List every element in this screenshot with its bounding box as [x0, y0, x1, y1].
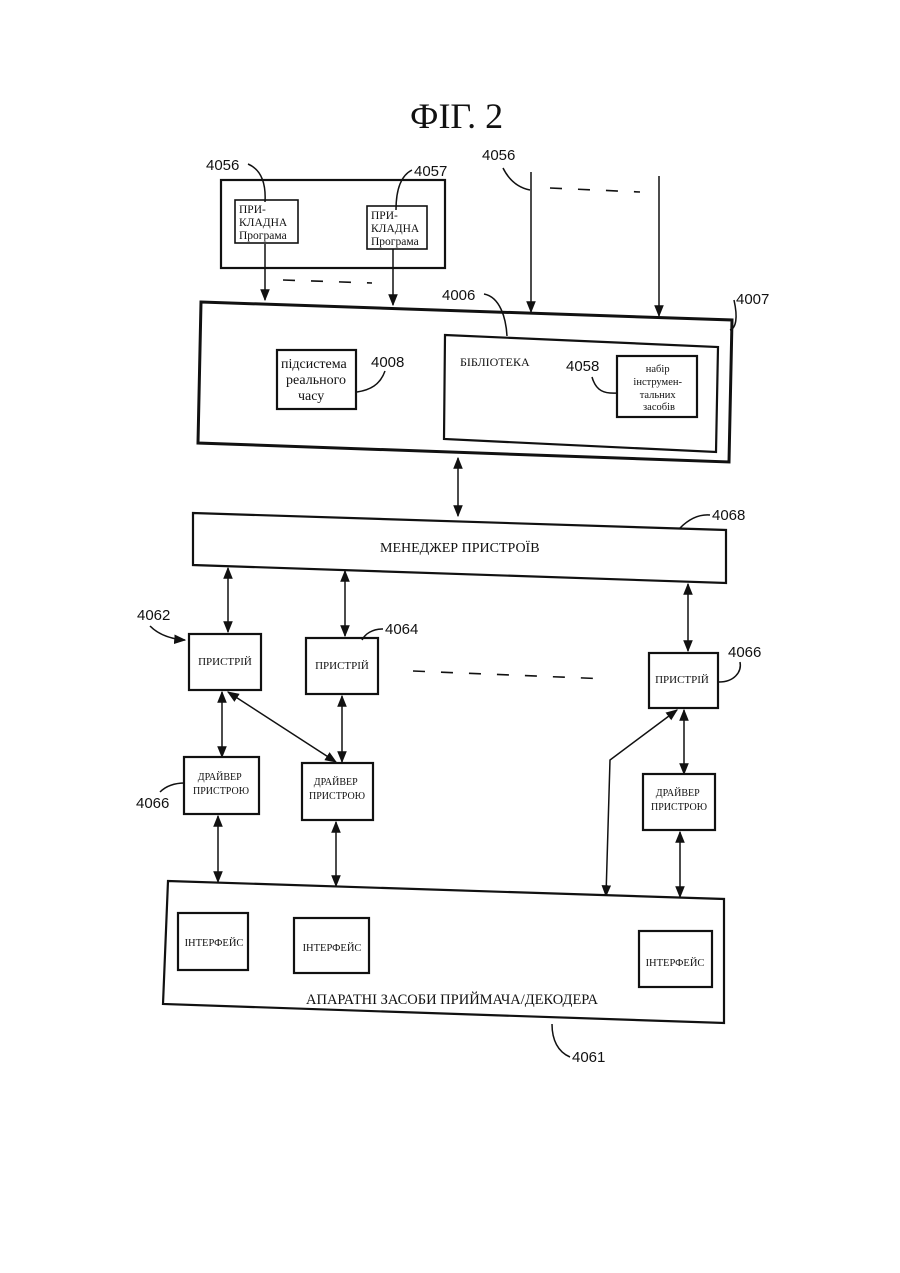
figure-title: ФІГ. 2 [410, 96, 503, 136]
driver-2-line2: ПРИСТРОЮ [309, 791, 365, 802]
ref-4068: 4068 [712, 507, 745, 524]
ref-4007: 4007 [736, 291, 769, 308]
ref-4058: 4058 [566, 358, 599, 375]
ref-4066-right: 4066 [728, 644, 761, 661]
toolkit-line2: інструмен- [633, 377, 682, 388]
device-2-label: ПРИСТРІЙ [315, 660, 369, 672]
driver-1-line2: ПРИСТРОЮ [193, 786, 249, 797]
ref-4066-left: 4066 [136, 795, 169, 812]
ref-4056-right: 4056 [482, 147, 515, 164]
ref-4062: 4062 [137, 607, 170, 624]
ref-4008: 4008 [371, 354, 404, 371]
driver-3-line1: ДРАЙВЕР [656, 787, 700, 799]
device-manager-label: МЕНЕДЖЕР ПРИСТРОЇВ [380, 539, 540, 556]
ref-4061: 4061 [572, 1049, 605, 1066]
app1-line3: Програма [239, 230, 287, 242]
driver-1-line1: ДРАЙВЕР [198, 771, 242, 783]
ref-4057: 4057 [414, 163, 447, 180]
driver-2-line1: ДРАЙВЕР [314, 776, 358, 788]
ref-4064: 4064 [385, 621, 418, 638]
app2-line1: ПРИ- [371, 210, 398, 222]
ref-4006: 4006 [442, 287, 475, 304]
rt-line2: реального [286, 373, 346, 388]
device-3-label: ПРИСТРІЙ [655, 674, 709, 686]
library-label: БІБЛІОТЕКА [460, 355, 530, 369]
toolkit-line1: набір [646, 364, 670, 375]
interface-1-label: ІНТЕРФЕЙС [185, 937, 244, 949]
rt-line3: часу [298, 389, 324, 404]
toolkit-line3: тальних [640, 390, 677, 401]
hardware-label: АПАРАТНІ ЗАСОБИ ПРИЙМАЧА/ДЕКОДЕРА [306, 991, 599, 1008]
app1-line1: ПРИ- [239, 204, 266, 216]
app1-line2: КЛАДНА [239, 217, 288, 229]
driver-3-line2: ПРИСТРОЮ [651, 802, 707, 813]
interface-2-label: ІНТЕРФЕЙС [303, 942, 362, 954]
device-1-label: ПРИСТРІЙ [198, 656, 252, 668]
toolkit-line4: засобів [643, 402, 675, 413]
rt-line1: підсистема [281, 357, 348, 372]
ref-4056-left: 4056 [206, 157, 239, 174]
interface-3-label: ІНТЕРФЕЙС [646, 957, 705, 969]
app2-line3: Програма [371, 236, 419, 248]
app2-line2: КЛАДНА [371, 223, 420, 235]
